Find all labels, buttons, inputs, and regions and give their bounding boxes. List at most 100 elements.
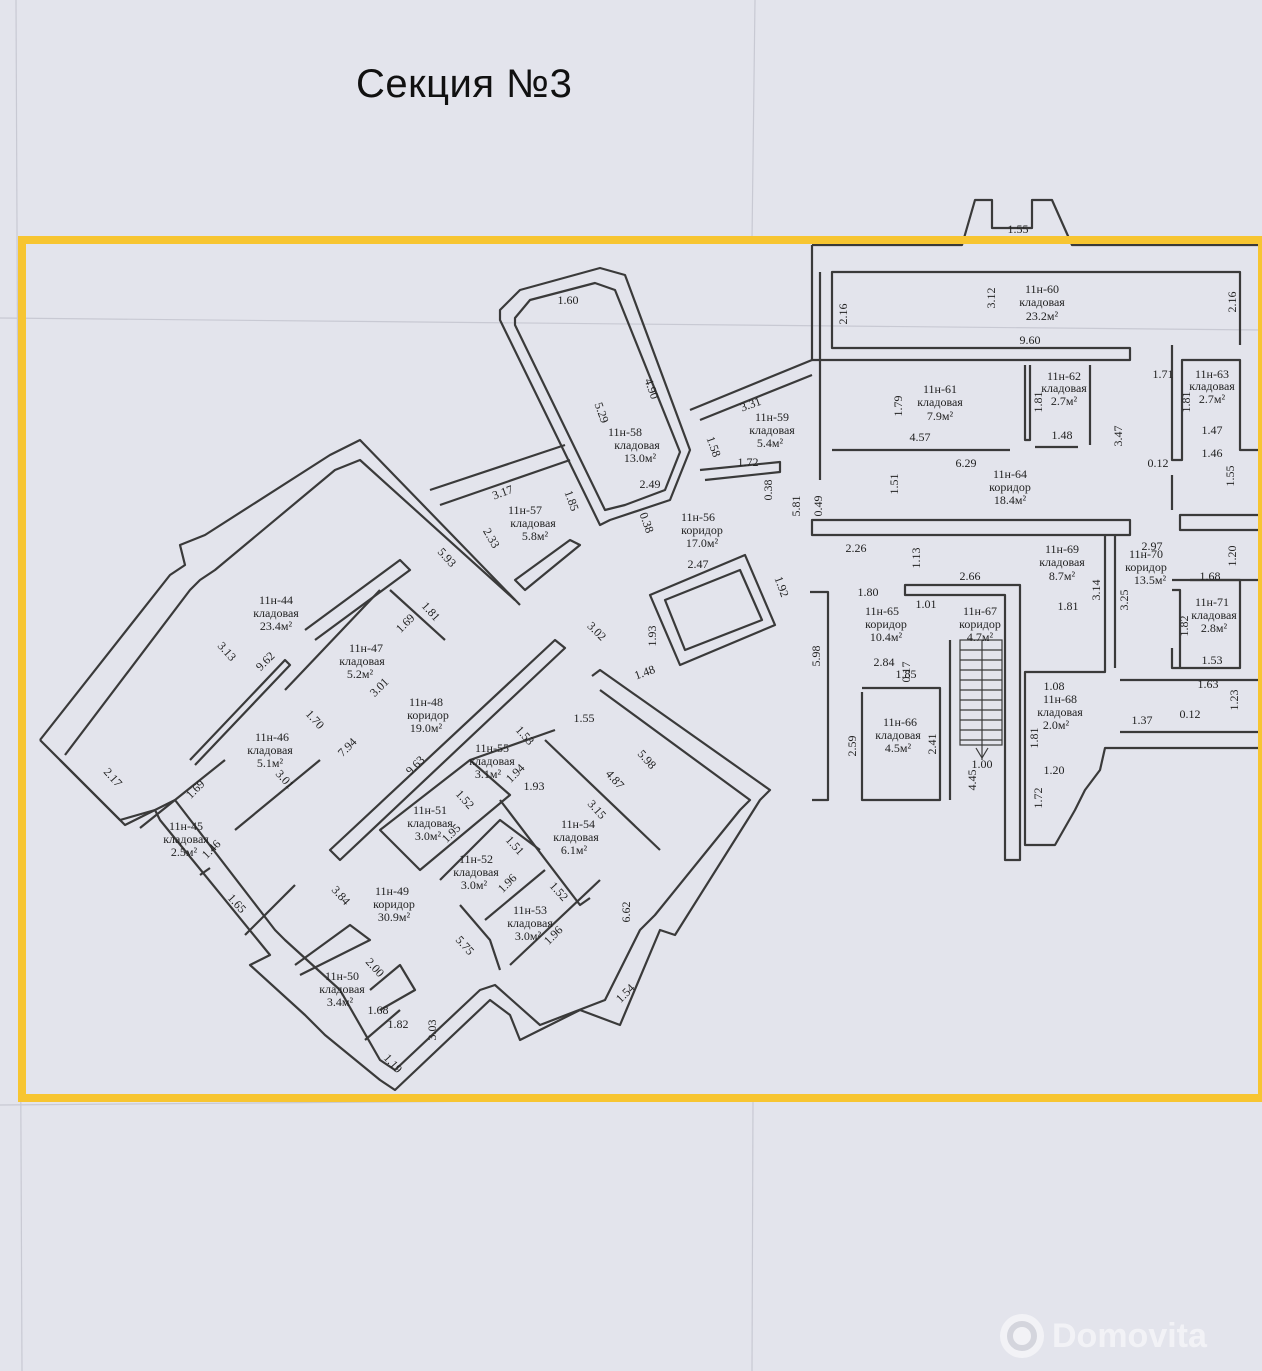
walls: [39, 198, 1262, 1092]
room-area: 4.5м²: [885, 741, 912, 755]
room-type: кладовая: [339, 654, 385, 668]
room-type: кладовая: [469, 754, 515, 768]
room-type: кладовая: [1037, 705, 1083, 719]
dimension-label: 7.94: [335, 735, 360, 760]
dimension-label: 1.68: [368, 1003, 389, 1017]
dimension-label: 1.85: [562, 488, 582, 513]
dimension-label: 6.29: [956, 456, 977, 470]
dimension-label: 1.81: [1179, 392, 1193, 413]
dimension-label: 1.13: [909, 548, 923, 569]
dimension-label: 2.97: [1142, 539, 1163, 553]
room-type: коридор: [959, 617, 1001, 631]
dimension-label: 1.52: [453, 787, 477, 812]
room-type: кладовая: [507, 916, 553, 930]
room-id: 11н-52: [459, 852, 493, 866]
dimension-label: 1.93: [645, 626, 659, 647]
dimension-label: 3.12: [984, 288, 998, 309]
room-type: кладовая: [407, 816, 453, 830]
room-id: 11н-68: [1043, 692, 1077, 706]
dimension-label: 2.49: [640, 477, 661, 491]
room-id: 11н-58: [608, 425, 642, 439]
room-id: 11н-55: [475, 741, 509, 755]
dimension-label: 1.48: [632, 662, 657, 682]
dimension-label: 2.26: [846, 541, 867, 555]
dimension-label: 1.81: [1031, 392, 1045, 413]
room-id: 11н-54: [561, 817, 595, 831]
room-id: 11н-69: [1045, 542, 1079, 556]
room-id: 11н-62: [1047, 369, 1081, 383]
room-type: коридор: [865, 617, 907, 631]
dimension-label: 4.57: [910, 430, 931, 444]
room-area: 2.7м²: [1199, 392, 1226, 406]
dimension-label: 3.03: [425, 1020, 439, 1041]
dimension-label: 1.20: [1044, 763, 1065, 777]
dimension-label: 4.45: [965, 770, 979, 791]
dimension-label: 2.84: [874, 655, 895, 669]
room-type: кладовая: [453, 865, 499, 879]
dimension-label: 1.46: [1202, 446, 1223, 460]
dimension-label: 1.81: [1027, 728, 1041, 749]
room-area: 2.0м²: [1043, 718, 1070, 732]
room-area: 23.2м²: [1026, 309, 1059, 323]
room-id: 11н-71: [1195, 595, 1229, 609]
dimension-label: 1.58: [704, 434, 724, 459]
staircase: [959, 639, 1003, 760]
dimension-label: 1.72: [738, 455, 759, 469]
dimension-label: 1.53: [1202, 653, 1223, 667]
dimension-label: 0.17: [899, 662, 913, 683]
dimension-label: 1.47: [1202, 423, 1223, 437]
dimension-label: 0.49: [811, 496, 825, 517]
room-type: коридор: [681, 523, 723, 537]
room-id: 11н-45: [169, 819, 203, 833]
dimension-label: 1.93: [524, 779, 545, 793]
room-area: 7.9м²: [927, 409, 954, 423]
watermark: Domovita: [1000, 1308, 1250, 1364]
room-id: 11н-57: [508, 503, 542, 517]
dimension-label: 1.48: [1052, 428, 1073, 442]
dimension-label: 1.72: [1031, 788, 1045, 809]
room-type: кладовая: [247, 743, 293, 757]
dimension-label: 1.54: [613, 981, 638, 1006]
dimension-label: 5.98: [809, 646, 823, 667]
dimension-label: 2.59: [845, 736, 859, 757]
dimension-label: 1.20: [1225, 546, 1239, 567]
room-id: 11н-59: [755, 410, 789, 424]
room-id: 11н-49: [375, 884, 409, 898]
room-id: 11н-65: [865, 604, 899, 618]
dimension-label: 1.55: [574, 711, 595, 725]
room-id: 11н-50: [325, 969, 359, 983]
room-id: 11н-56: [681, 510, 715, 524]
dimension-label: 1.60: [558, 293, 579, 307]
room-id: 11н-47: [349, 641, 383, 655]
room-id: 11н-44: [259, 593, 293, 607]
dimension-label: 2.66: [960, 569, 981, 583]
dimension-label: 1.37: [1132, 713, 1153, 727]
room-area: 3.4м²: [327, 995, 354, 1009]
room-area: 18.4м²: [994, 493, 1027, 507]
dimension-label: 1.52: [547, 879, 571, 904]
dimension-label: 0.12: [1180, 707, 1201, 721]
room-type: кладовая: [163, 832, 209, 846]
dimension-label: 1.55: [1008, 222, 1029, 236]
room-type: кладовая: [1019, 295, 1065, 309]
